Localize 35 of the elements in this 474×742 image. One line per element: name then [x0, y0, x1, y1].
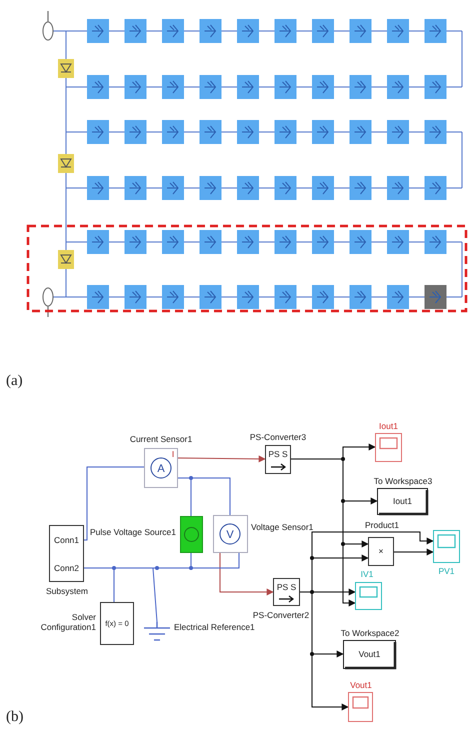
port-label: I [170, 449, 176, 459]
connector-line [220, 552, 274, 596]
panel-label: (a) [6, 372, 23, 390]
connector-line [300, 592, 349, 710]
block-text: PS S [267, 449, 289, 459]
block-label: PS-Converter2 [252, 610, 310, 620]
block-label: IV1 [360, 569, 374, 579]
connector-line [290, 458, 356, 606]
block-text: PS S [276, 582, 298, 592]
sensor-letter: V [225, 529, 235, 541]
block-label: Electrical Reference1 [174, 622, 256, 632]
block-label: Solver Configuration1 [40, 612, 96, 632]
block-label: Current Sensor1 [128, 434, 194, 444]
panel-label: (b) [6, 708, 24, 726]
block-text: Vout1 [358, 649, 382, 659]
connector-line [178, 455, 266, 462]
block-text: Iout1 [392, 496, 413, 506]
sensor-letter: A [156, 463, 166, 475]
block-label: Pulse Voltage Source1 [90, 527, 178, 537]
block-label: To Workspace3 [372, 476, 434, 486]
connector-line [84, 466, 144, 540]
block-label: Vout1 [349, 680, 373, 690]
block-label: PS-Converter3 [248, 432, 308, 442]
connector-line [178, 478, 230, 516]
block-label: Subsystem [44, 586, 90, 596]
block-label: Iout1 [378, 421, 399, 431]
block-label: To Workspace2 [340, 628, 400, 638]
connector-line [84, 568, 158, 622]
connector-line [394, 548, 434, 556]
block-label: PV1 [437, 566, 456, 576]
port-label: Conn1 [52, 535, 80, 545]
block-label: Product1 [364, 520, 400, 530]
block-label: Voltage Sensor1 [251, 522, 314, 532]
port-label: Conn2 [52, 563, 80, 573]
block-text: × [378, 546, 384, 556]
